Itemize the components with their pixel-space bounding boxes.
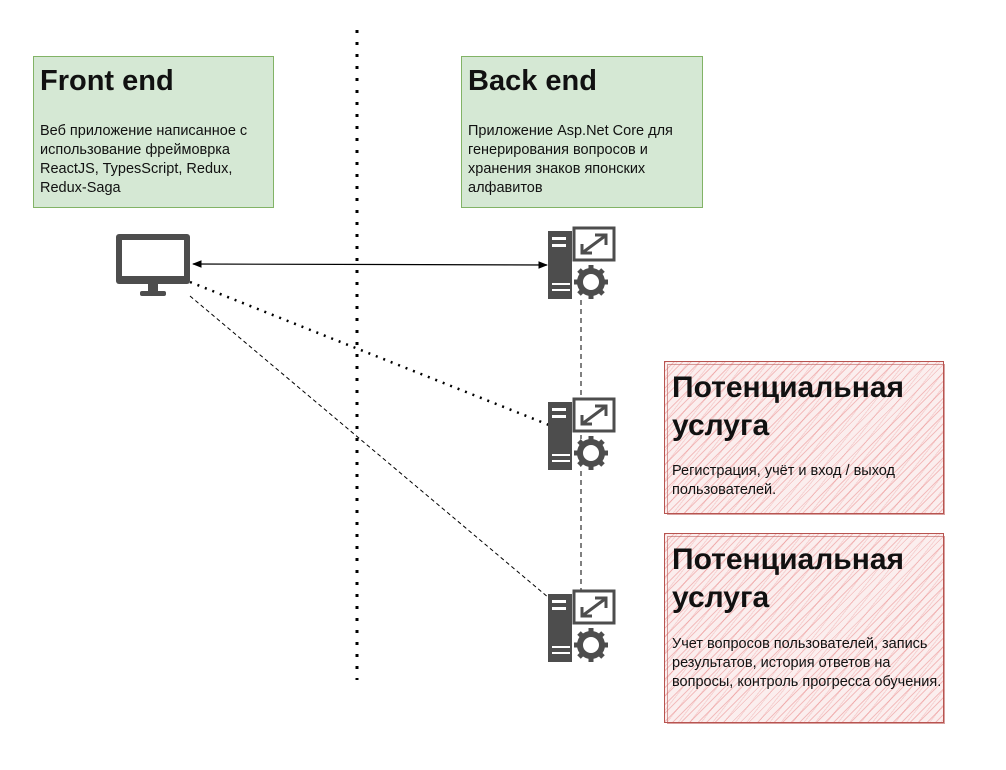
frontend-description: Веб приложение написанное с использовани… [40, 123, 248, 196]
backend-server-icon [548, 228, 614, 299]
service2-title: Потенциальная услуга [672, 543, 905, 614]
connection-client-service1 [189, 280, 550, 427]
monitor-icon [116, 234, 190, 296]
backend-title: Back end [468, 65, 597, 97]
connection-client-service2 [189, 295, 550, 599]
service-box-registration: Потенциальная услуга Регистрация, учёт и… [664, 361, 945, 515]
backend-description: Приложение Asp.Net Core для генерировани… [468, 123, 673, 196]
service2-server-icon [548, 591, 614, 662]
service2-description: Учет вопросов пользователей, запись резу… [672, 636, 942, 690]
frontend-box: Front end Веб приложение написанное с ис… [33, 56, 274, 208]
backend-box: Back end Приложение Asp.Net Core для ген… [461, 56, 703, 208]
service1-title: Потенциальная услуга [672, 371, 905, 442]
service1-server-icon [548, 399, 614, 470]
service-box-questions: Потенциальная услуга Учет вопросов польз… [664, 533, 945, 724]
frontend-title: Front end [40, 65, 174, 97]
service1-description: Регистрация, учёт и вход / выход пользов… [672, 463, 895, 498]
connection-client-backend [192, 260, 548, 269]
